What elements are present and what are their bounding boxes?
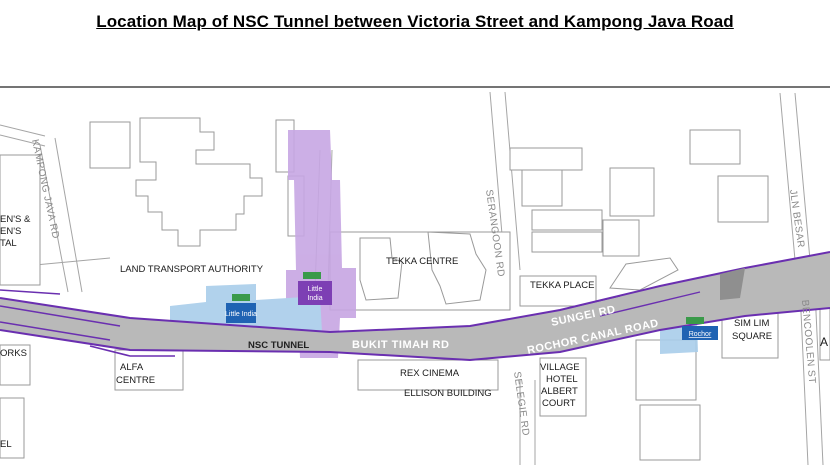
label-village-line2: HOTEL	[546, 374, 578, 385]
station-label-little-india-2b: India	[307, 295, 322, 302]
station-badge-little-india-1: Little India	[225, 294, 257, 323]
side-streets	[0, 91, 824, 466]
label-tekka-place: TEKKA PLACE	[530, 280, 594, 291]
label-lta: LAND TRANSPORT AUTHORITY	[120, 264, 264, 275]
nsc-tunnel-corridor	[0, 251, 830, 362]
station-label-little-india-2a: Little	[308, 286, 323, 293]
label-sim-lim-line2: SQUARE	[732, 331, 772, 342]
label-hospital-line2: EN'S	[0, 226, 21, 237]
road-label-bukit-timah: BUKIT TIMAH RD	[352, 339, 449, 351]
station-label-little-india-1: Little India	[225, 311, 257, 318]
page-title: Location Map of NSC Tunnel between Victo…	[96, 12, 734, 31]
road-label-jln-besar: JLN BESAR	[787, 189, 806, 249]
label-village-line3: ALBERT	[541, 386, 578, 397]
label-nsc-tunnel: NSC TUNNEL	[248, 340, 309, 351]
label-rex-cinema: REX CINEMA	[400, 368, 460, 379]
label-alfa-line1: ALFA	[120, 362, 144, 373]
label-works: ORKS	[0, 348, 27, 359]
label-sim-lim-line1: SIM LIM	[734, 318, 769, 329]
station-badge-rochor: Rochor	[682, 317, 718, 340]
label-ellison: ELLISON BUILDING	[404, 388, 492, 399]
label-edge-a: A	[820, 335, 828, 349]
label-alfa-line2: CENTRE	[116, 375, 155, 386]
road-label-bencoolen: BENCOOLEN ST	[799, 299, 817, 384]
label-hospital-line1: EN'S &	[0, 214, 31, 225]
label-hospital-line3: TAL	[0, 238, 17, 249]
label-village-line4: COURT	[542, 398, 576, 409]
road-label-selegie: SELEGIE RD	[511, 371, 531, 437]
label-tekka-centre: TEKKA CENTRE	[386, 256, 458, 267]
label-el: EL	[0, 439, 12, 450]
station-label-rochor: Rochor	[689, 331, 712, 338]
station-badge-little-india-2: Little India	[298, 272, 332, 305]
building-blocks	[0, 117, 830, 461]
label-village-line1: VILLAGE	[540, 362, 580, 373]
